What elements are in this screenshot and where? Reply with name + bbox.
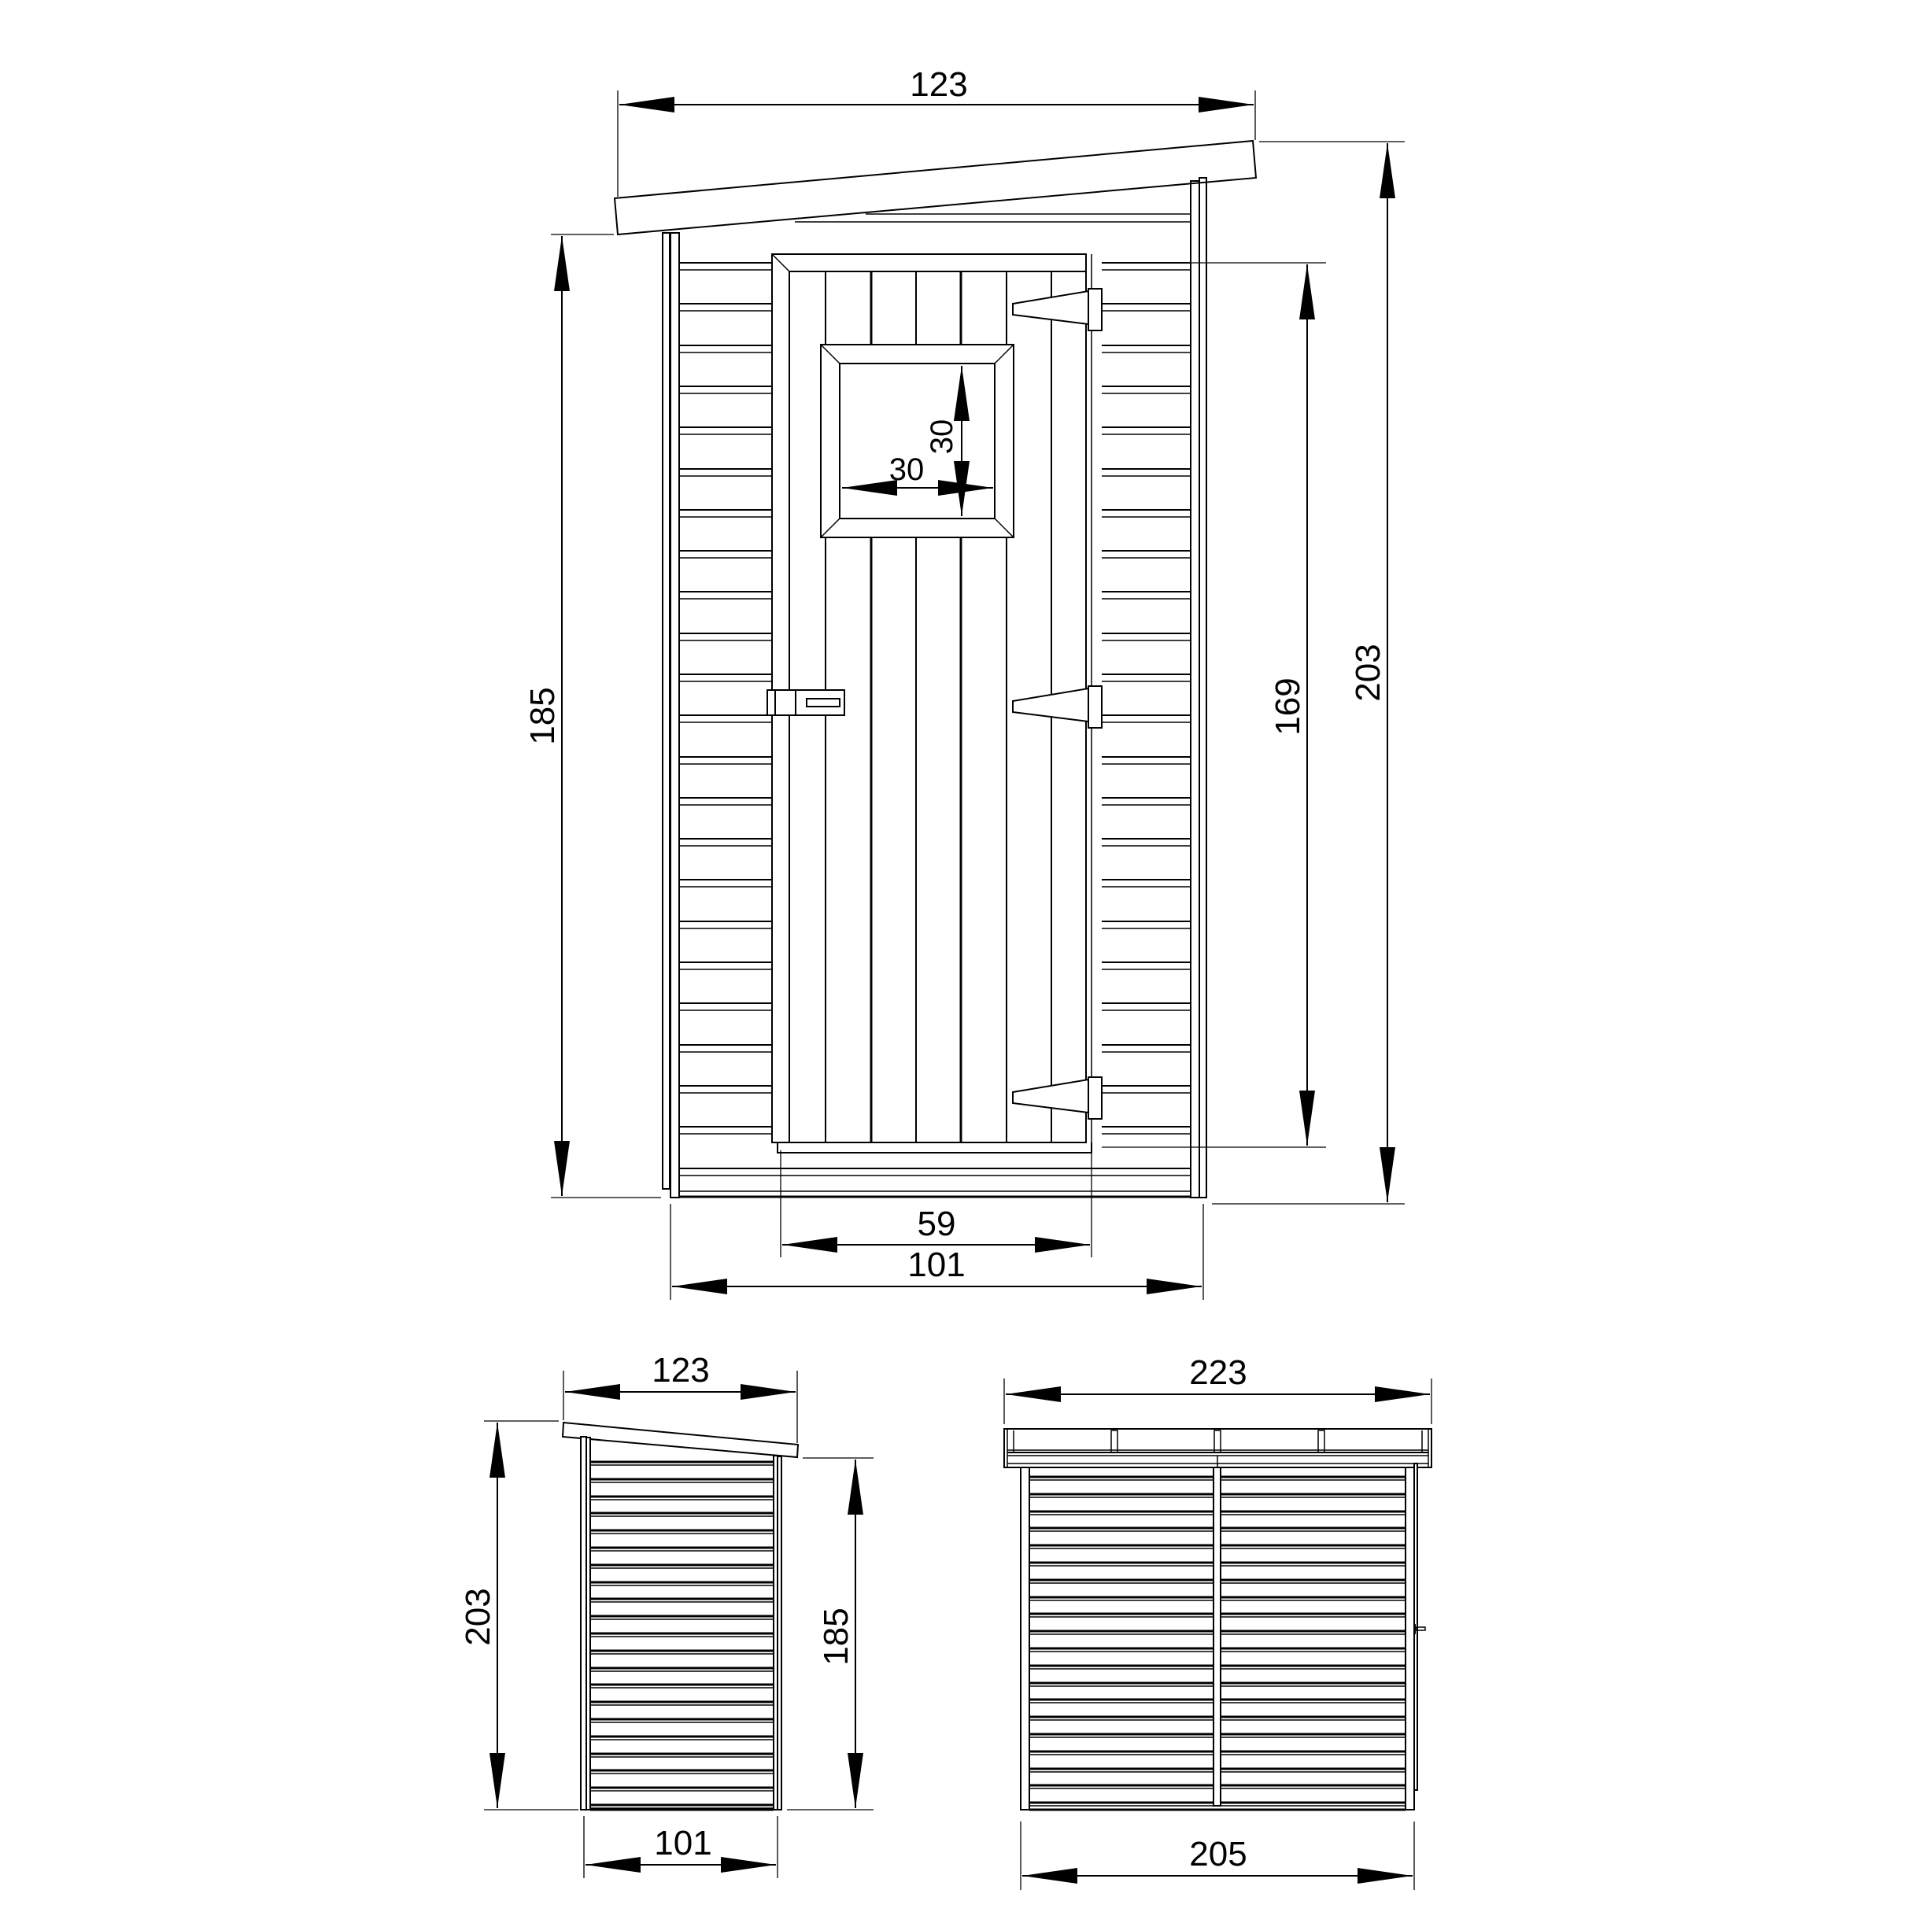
front-dim-roof-width: 123 bbox=[617, 65, 1256, 197]
svg-text:123: 123 bbox=[652, 1351, 709, 1390]
back-view: 223 205 bbox=[1003, 1353, 1432, 1890]
door-threshold bbox=[777, 1142, 1092, 1153]
side-siding bbox=[590, 1460, 774, 1809]
top-hinge-icon bbox=[1012, 288, 1103, 331]
back-latch-icon bbox=[1413, 1624, 1426, 1634]
side-roof bbox=[561, 1421, 800, 1459]
back-right-post bbox=[1405, 1467, 1415, 1810]
front-dim-wall-height: 185 bbox=[523, 234, 661, 1198]
svg-text:203: 203 bbox=[459, 1588, 497, 1645]
door: 30 30 bbox=[767, 253, 1103, 1153]
front-roof bbox=[613, 139, 1258, 236]
svg-text:185: 185 bbox=[817, 1607, 855, 1665]
middle-hinge-icon bbox=[1012, 685, 1103, 729]
back-roof bbox=[1003, 1428, 1432, 1468]
front-left-wall bbox=[662, 232, 680, 1198]
front-dim-door-width: 59 bbox=[780, 1150, 1092, 1257]
svg-text:185: 185 bbox=[523, 687, 562, 744]
front-dim-door-height: 169 bbox=[1102, 262, 1326, 1148]
side-left-post bbox=[580, 1436, 587, 1810]
door-latch-icon bbox=[767, 689, 845, 716]
back-left-post bbox=[1020, 1467, 1030, 1810]
bottom-hinge-icon bbox=[1012, 1076, 1103, 1120]
svg-text:169: 169 bbox=[1269, 677, 1307, 735]
back-dim-roof-width: 223 bbox=[1003, 1353, 1432, 1424]
svg-text:203: 203 bbox=[1349, 644, 1387, 701]
side-dim-roof-width: 123 bbox=[563, 1351, 798, 1443]
svg-text:123: 123 bbox=[910, 65, 967, 104]
svg-text:101: 101 bbox=[907, 1246, 965, 1284]
front-right-wall bbox=[1190, 177, 1207, 1198]
back-dim-wall-width: 205 bbox=[1020, 1821, 1415, 1890]
front-dim-wall-width: 101 bbox=[670, 1204, 1204, 1300]
side-dim-total-height: 203 bbox=[459, 1420, 578, 1810]
side-view: 123 203 185 101 bbox=[459, 1351, 874, 1878]
back-siding bbox=[1029, 1475, 1406, 1807]
window-width-label: 30 bbox=[889, 452, 925, 487]
window-height-label: 30 bbox=[925, 419, 959, 455]
back-center-post bbox=[1213, 1467, 1221, 1807]
svg-text:205: 205 bbox=[1189, 1835, 1247, 1873]
side-dim-wall-height: 185 bbox=[787, 1457, 874, 1810]
svg-text:101: 101 bbox=[654, 1824, 711, 1862]
svg-text:223: 223 bbox=[1189, 1353, 1247, 1392]
front-siding bbox=[679, 213, 1191, 1176]
side-dim-wall-width: 101 bbox=[583, 1816, 778, 1878]
svg-text:59: 59 bbox=[918, 1205, 956, 1243]
front-view: 30 30 bbox=[523, 65, 1405, 1300]
front-dim-total-height: 203 bbox=[1212, 141, 1405, 1205]
door-window: 30 30 bbox=[820, 344, 1014, 538]
